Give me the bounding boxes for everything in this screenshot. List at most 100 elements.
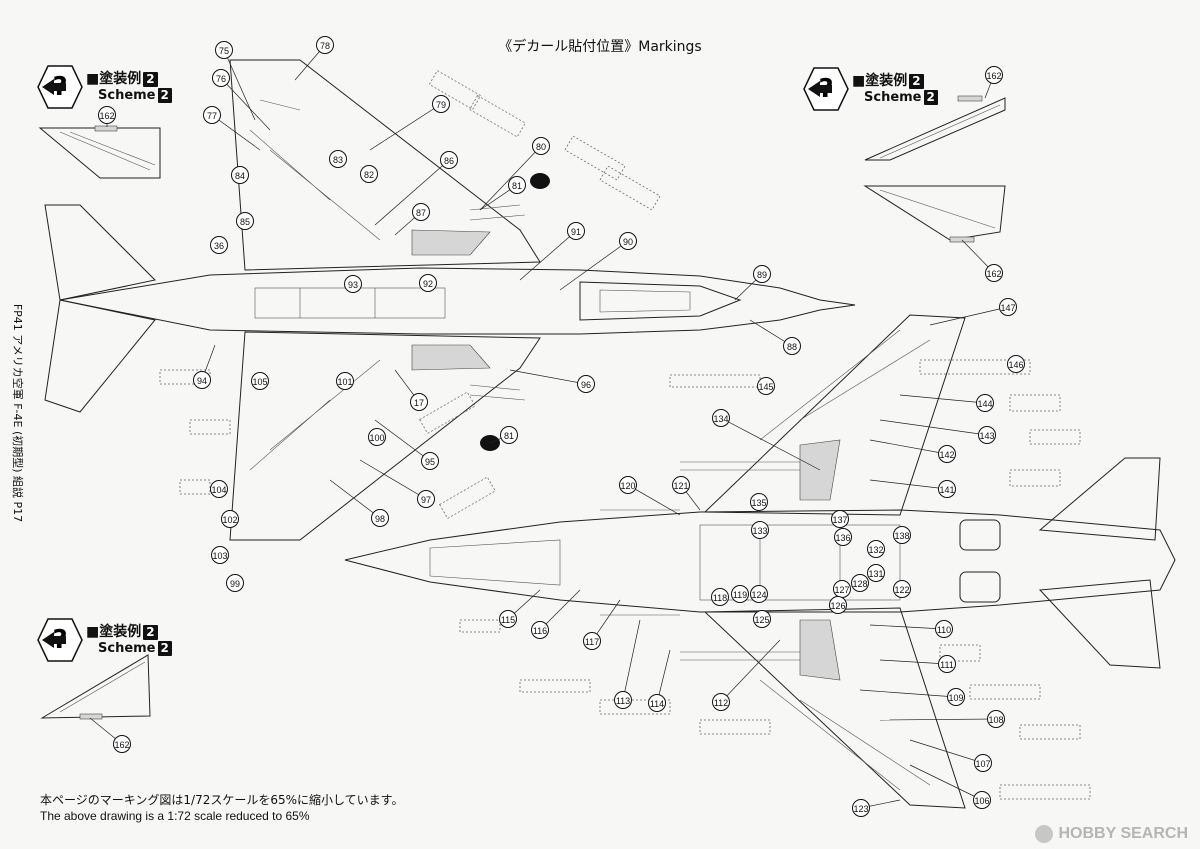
callout-number: 144	[976, 394, 994, 412]
callout-number: 90	[619, 232, 637, 250]
scheme-number: 2	[923, 90, 938, 105]
callout-number: 95	[421, 452, 439, 470]
scale-note-jp: 本ページのマーキング図は1/72スケールを65%に縮小しています。	[40, 793, 404, 807]
scale-note-en: The above drawing is a 1:72 scale reduce…	[40, 809, 310, 823]
scheme-label-en: Scheme	[98, 88, 156, 103]
question-hex-icon: ?	[37, 65, 83, 109]
decal-outlines	[159, 70, 1091, 800]
watermark-logo-icon	[1034, 825, 1053, 843]
scheme-label-jp: ■塗装例	[852, 73, 908, 89]
callout-number: 85	[236, 212, 254, 230]
callout-number: 89	[753, 265, 771, 283]
callout-number: 87	[412, 203, 430, 221]
callout-number: 110	[935, 620, 953, 638]
callout-number: 92	[419, 274, 437, 292]
callout-number: 134	[712, 409, 730, 427]
callout-number: 113	[614, 691, 632, 709]
fin-detail-bottom-left	[40, 654, 151, 720]
callout-number: 141	[938, 480, 956, 498]
callout-number: 138	[893, 526, 911, 544]
callout-number: 104	[210, 480, 228, 498]
scheme-number: 2	[143, 72, 158, 87]
callout-number: 105	[251, 372, 269, 390]
callout-number: 119	[731, 585, 749, 603]
callout-number: 123	[852, 799, 870, 817]
scheme-label-en: Scheme	[864, 90, 922, 105]
watermark: HOBBY SEARCH	[1034, 825, 1189, 843]
callout-number: 114	[648, 694, 666, 712]
callout-number: 143	[978, 426, 996, 444]
question-hex-icon: ?	[37, 618, 83, 662]
callout-number: 125	[753, 610, 771, 628]
callout-number: 97	[417, 490, 435, 508]
callout-number: 120	[619, 476, 637, 494]
callout-number: 145	[757, 377, 775, 395]
callout-number: 112	[712, 693, 730, 711]
callout-number: 91	[567, 222, 585, 240]
callout-number: 135	[750, 493, 768, 511]
scheme-label-jp: ■塗装例	[86, 71, 142, 87]
callout-number: 77	[203, 106, 221, 124]
callout-number: 142	[938, 445, 956, 463]
callout-number: 162	[985, 66, 1003, 84]
callout-number: 93	[344, 275, 362, 293]
scheme-number: 2	[143, 625, 158, 640]
callout-number: 131	[867, 564, 885, 582]
callout-number: 99	[226, 574, 244, 592]
callout-number: 88	[783, 337, 801, 355]
callout-number: 100	[368, 428, 386, 446]
question-hex-icon: ?	[803, 67, 849, 111]
callout-number: 98	[371, 509, 389, 527]
callout-number: 133	[751, 521, 769, 539]
callout-number: 122	[893, 580, 911, 598]
callout-number: 82	[360, 165, 378, 183]
callout-number: 81	[508, 176, 526, 194]
callout-number: 128	[851, 574, 869, 592]
callout-number: 80	[532, 137, 550, 155]
callout-number: 109	[947, 688, 965, 706]
callout-number: 146	[1007, 355, 1025, 373]
watermark-text: HOBBY SEARCH	[1058, 825, 1189, 842]
callout-number: 107	[974, 754, 992, 772]
callout-number: 17	[410, 393, 428, 411]
callout-number: 102	[221, 510, 239, 528]
callout-number: 94	[193, 371, 211, 389]
callout-number: 103	[211, 546, 229, 564]
callout-number: 81	[500, 426, 518, 444]
callout-number: 84	[231, 166, 249, 184]
callout-number: 126	[829, 596, 847, 614]
callout-number: 75	[215, 41, 233, 59]
callout-number: 162	[985, 264, 1003, 282]
callout-number: 101	[336, 372, 354, 390]
callout-number: 116	[531, 621, 549, 639]
callout-number: 108	[987, 710, 1005, 728]
callout-number: 83	[329, 150, 347, 168]
callout-number: 118	[711, 588, 729, 606]
scheme-label-en: Scheme	[98, 641, 156, 656]
callout-number: 121	[672, 476, 690, 494]
callout-number: 111	[938, 655, 956, 673]
callout-number: 147	[999, 298, 1017, 316]
fin-detail-top-left	[38, 125, 161, 179]
callout-number: 79	[432, 95, 450, 113]
callout-number: 117	[583, 632, 601, 650]
callout-number: 132	[867, 540, 885, 558]
callout-number: 162	[113, 735, 131, 753]
callout-number: 86	[440, 151, 458, 169]
leader-lines	[89, 44, 1009, 809]
callout-number: 76	[212, 69, 230, 87]
callout-number: 36	[210, 236, 228, 254]
callout-number: 78	[316, 36, 334, 54]
side-label: FP41 アメリカ空軍 F-4E (初期型) 組説 P17	[11, 303, 24, 523]
fin-detail-top-right	[863, 95, 1006, 243]
scheme-label-jp: ■塗装例	[86, 624, 142, 640]
callout-number: 96	[577, 375, 595, 393]
scheme-number: 2	[157, 641, 172, 656]
page-title: 《デカール貼付位置》Markings	[498, 39, 702, 55]
callout-number: 162	[98, 106, 116, 124]
scheme-number: 2	[909, 74, 924, 89]
callout-number: 106	[973, 791, 991, 809]
